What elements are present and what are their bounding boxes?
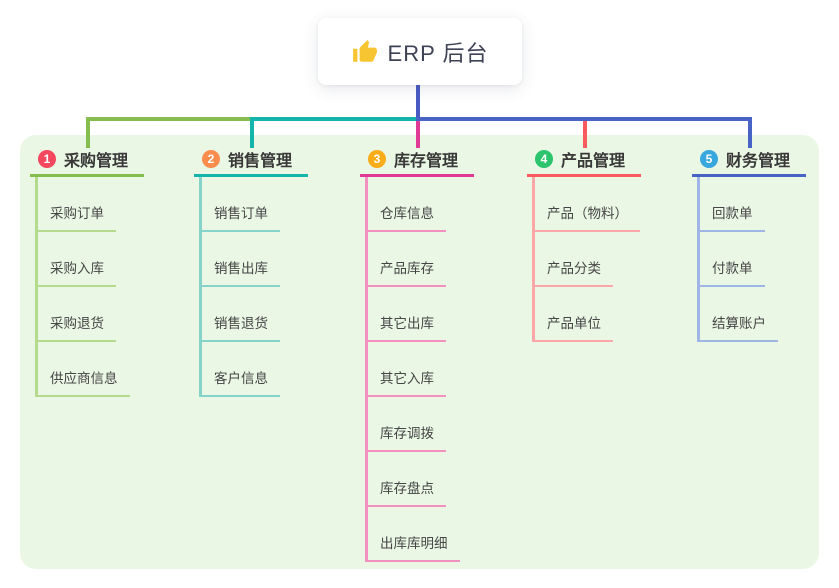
branch-header-1[interactable]: 1 采购管理 [30, 144, 144, 177]
branch-drop-line-5 [748, 117, 752, 148]
child-row: 回款单 [697, 177, 839, 232]
branch-node-5: 5 财务管理回款单付款单结算账户 [692, 144, 839, 342]
branch-child-connector [199, 177, 202, 397]
child-node[interactable]: 产品库存 [365, 257, 446, 287]
child-row: 库存调拨 [365, 397, 560, 452]
child-node[interactable]: 其它出库 [365, 312, 446, 342]
child-node[interactable]: 结算账户 [697, 312, 778, 342]
child-row: 出库库明细 [365, 507, 560, 562]
child-row: 付款单 [697, 232, 839, 287]
child-row: 其它出库 [365, 287, 560, 342]
child-row: 销售订单 [199, 177, 394, 232]
bus-segment-mid [250, 117, 416, 121]
child-node[interactable]: 客户信息 [199, 367, 280, 397]
branch-child-connector [532, 177, 535, 342]
branch-number-badge: 2 [202, 150, 220, 168]
child-node[interactable]: 产品分类 [532, 257, 613, 287]
branch-header-2[interactable]: 2 销售管理 [194, 144, 308, 177]
child-row: 客户信息 [199, 342, 394, 397]
child-node[interactable]: 库存调拨 [365, 422, 446, 452]
branch-node-3: 3 库存管理仓库信息产品库存其它出库其它入库库存调拨库存盘点出库库明细 [360, 144, 560, 562]
child-node[interactable]: 其它入库 [365, 367, 446, 397]
child-row: 采购入库 [35, 232, 230, 287]
branch-node-2: 2 销售管理销售订单销售出库销售退货客户信息 [194, 144, 394, 397]
child-node[interactable]: 仓库信息 [365, 202, 446, 232]
branch-drop-line-3 [416, 117, 420, 148]
child-row: 采购退货 [35, 287, 230, 342]
branch-drop-line-2 [250, 117, 254, 148]
branch-drop-line-1 [86, 117, 90, 148]
child-row: 其它入库 [365, 342, 560, 397]
child-node[interactable]: 销售退货 [199, 312, 280, 342]
root-node-label: ERP 后台 [387, 40, 489, 66]
branch-label: 产品管理 [561, 153, 626, 170]
branch-child-connector [365, 177, 368, 562]
child-row: 销售退货 [199, 287, 394, 342]
child-row: 仓库信息 [365, 177, 560, 232]
branch-label: 采购管理 [64, 153, 129, 170]
branch-label: 库存管理 [394, 153, 459, 170]
branch-header-4[interactable]: 4 产品管理 [527, 144, 641, 177]
child-node[interactable]: 采购订单 [35, 202, 116, 232]
child-row: 采购订单 [35, 177, 230, 232]
branch-child-connector [697, 177, 700, 342]
bus-segment-right [416, 117, 752, 121]
bus-segment-left [86, 117, 250, 121]
branch-header-3[interactable]: 3 库存管理 [360, 144, 474, 177]
thumbs-up-icon [352, 39, 378, 65]
branches-panel [20, 135, 819, 569]
child-node[interactable]: 销售出库 [199, 257, 280, 287]
child-node[interactable]: 出库库明细 [365, 532, 460, 562]
branch-header-5[interactable]: 5 财务管理 [692, 144, 806, 177]
root-node[interactable]: ERP 后台 [318, 18, 522, 85]
child-row: 产品单位 [532, 287, 727, 342]
branch-number-badge: 4 [535, 150, 553, 168]
branch-child-connector [35, 177, 38, 397]
branch-number-badge: 5 [700, 150, 718, 168]
child-node[interactable]: 付款单 [697, 257, 765, 287]
branch-drop-line-4 [583, 117, 587, 148]
branch-number-badge: 1 [38, 150, 56, 168]
child-node[interactable]: 供应商信息 [35, 367, 130, 397]
branch-label: 销售管理 [228, 153, 293, 170]
child-node[interactable]: 产品（物料） [532, 202, 640, 232]
child-node[interactable]: 回款单 [697, 202, 765, 232]
child-row: 产品分类 [532, 232, 727, 287]
child-node[interactable]: 库存盘点 [365, 477, 446, 507]
child-node[interactable]: 销售订单 [199, 202, 280, 232]
branch-label: 财务管理 [726, 153, 791, 170]
child-node[interactable]: 采购退货 [35, 312, 116, 342]
child-row: 销售出库 [199, 232, 394, 287]
child-row: 产品（物料） [532, 177, 727, 232]
branch-node-1: 1 采购管理采购订单采购入库采购退货供应商信息 [30, 144, 230, 397]
child-node[interactable]: 采购入库 [35, 257, 116, 287]
child-row: 结算账户 [697, 287, 839, 342]
root-connector-line [416, 85, 420, 121]
child-row: 库存盘点 [365, 452, 560, 507]
child-node[interactable]: 产品单位 [532, 312, 613, 342]
child-row: 供应商信息 [35, 342, 230, 397]
branch-node-4: 4 产品管理产品（物料） 产品分类产品单位 [527, 144, 727, 342]
child-row: 产品库存 [365, 232, 560, 287]
branch-number-badge: 3 [368, 150, 386, 168]
